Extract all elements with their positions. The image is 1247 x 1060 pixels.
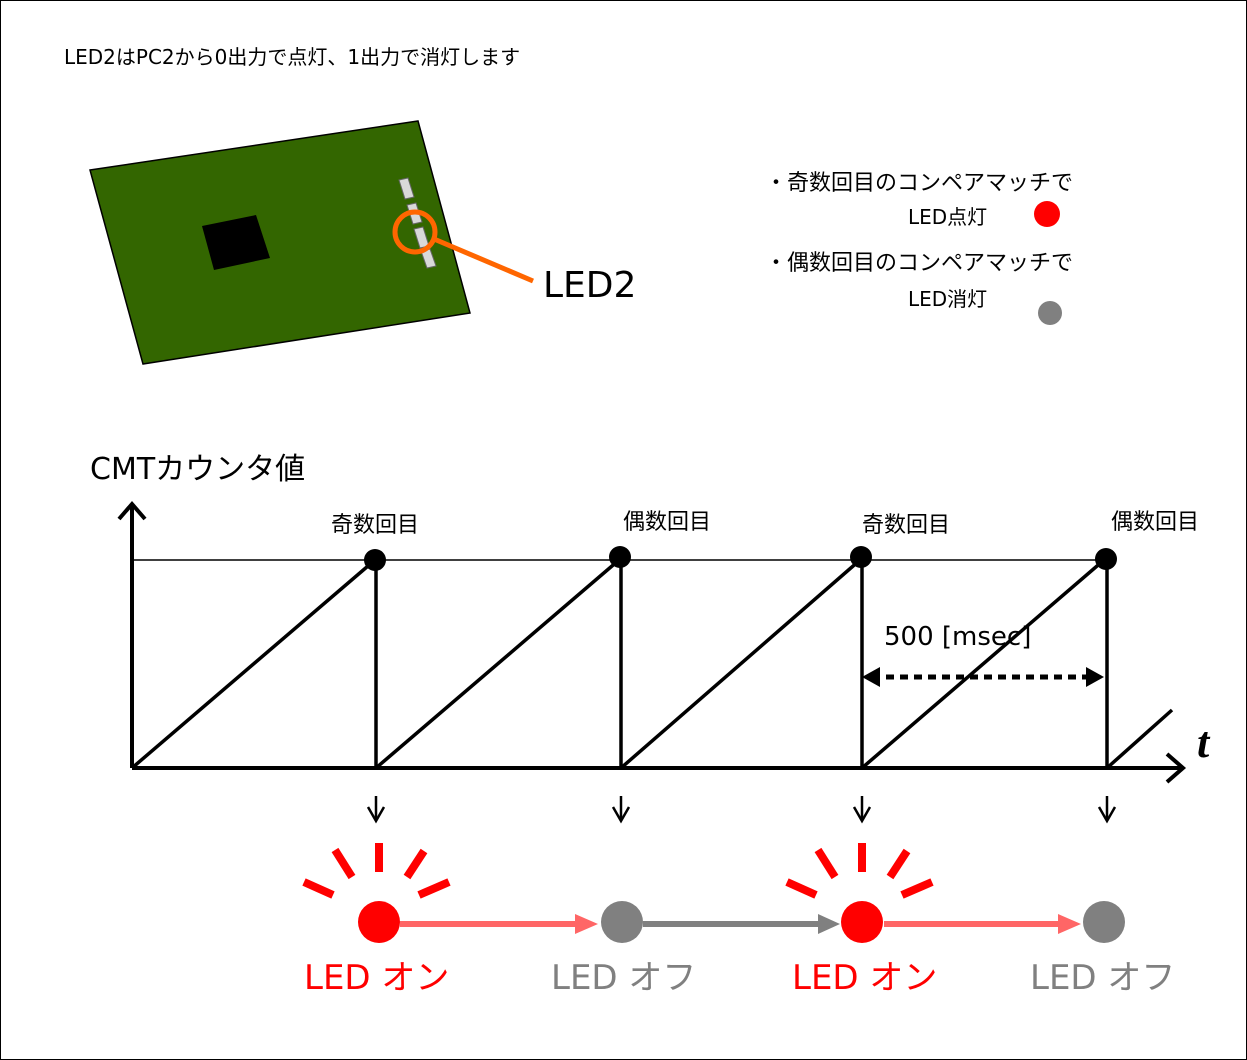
counter-ramp — [1105, 708, 1174, 770]
led-on-rays — [785, 843, 934, 899]
led-state-label-3: LED オン — [792, 958, 937, 998]
led-state-sequence: LED オン LED オフ LED オン LED オフ — [302, 843, 1175, 998]
board-chip — [202, 215, 270, 270]
x-axis-arrowhead — [1165, 752, 1187, 784]
transition-arrowhead — [818, 914, 840, 934]
x-axis-label: t — [1197, 718, 1211, 767]
counter-ramp — [860, 558, 1106, 770]
match-label-1: 奇数回目 — [331, 513, 419, 538]
led2-label: LED2 — [543, 265, 636, 306]
match-label-4: 偶数回目 — [1111, 510, 1199, 535]
legend-off-dot — [1038, 301, 1062, 325]
period-arrowhead-right — [1086, 667, 1104, 687]
period-label: 500 [msec] — [884, 622, 1031, 652]
led-off-dot — [601, 901, 643, 943]
led-state-label-4: LED オフ — [1030, 958, 1175, 998]
legend-even-action: LED消灯 — [908, 287, 987, 311]
counter-ramp — [130, 558, 377, 770]
transition-arrowhead — [575, 914, 598, 934]
header-description: LED2はPC2から0出力で点灯、1出力で消灯します — [64, 45, 520, 69]
led-on-dot — [358, 901, 400, 943]
legend: ・奇数回目のコンペアマッチで LED点灯 ・偶数回目のコンペアマッチで LED消… — [765, 171, 1073, 325]
y-axis-label: CMTカウンタ値 — [90, 452, 305, 487]
event-arrows — [366, 796, 1117, 824]
compare-match-point — [850, 546, 872, 568]
period-arrowhead-left — [862, 667, 880, 687]
transition-arrowhead — [1058, 914, 1081, 934]
legend-even-text: ・偶数回目のコンペアマッチで — [765, 251, 1073, 276]
led2-highlight-circle — [392, 209, 438, 255]
y-axis-arrowhead — [117, 500, 147, 521]
led-on-dot — [841, 901, 883, 943]
legend-odd-text: ・奇数回目のコンペアマッチで — [765, 171, 1073, 196]
led-on-rays — [302, 843, 451, 899]
counter-chart: CMTカウンタ値 t 奇数回目 偶数回目 奇数回目 偶数回目 500 [msec… — [90, 452, 1211, 784]
led-state-label-1: LED オン — [304, 958, 449, 998]
led2-callout-line — [433, 236, 534, 284]
circuit-board — [89, 120, 534, 365]
counter-ramp — [374, 558, 621, 770]
match-label-3: 奇数回目 — [862, 513, 950, 538]
led-off-dot — [1083, 901, 1125, 943]
match-label-2: 偶数回目 — [623, 510, 711, 535]
compare-match-point — [609, 546, 631, 568]
counter-ramp — [619, 558, 862, 770]
led-state-label-2: LED オフ — [551, 958, 696, 998]
legend-on-dot — [1034, 201, 1060, 227]
compare-match-point — [1095, 548, 1117, 570]
legend-odd-action: LED点灯 — [908, 205, 987, 229]
compare-match-point — [364, 549, 386, 571]
board-led-components — [398, 177, 437, 269]
board-body — [89, 120, 471, 365]
